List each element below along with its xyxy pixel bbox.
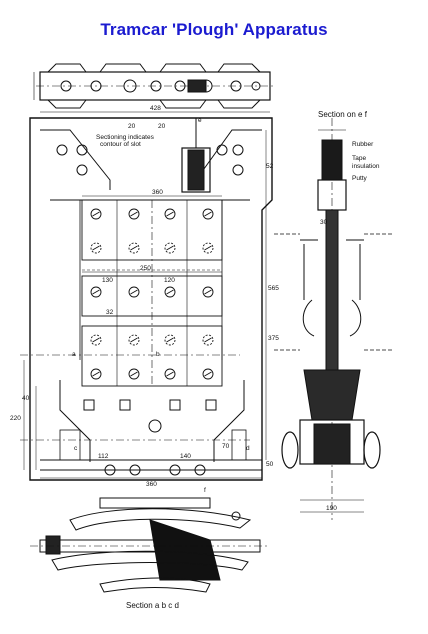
page-title: Tramcar 'Plough' Apparatus xyxy=(100,20,328,39)
marker-a: a xyxy=(72,351,76,358)
bolt-slot xyxy=(166,211,174,217)
bolt-head xyxy=(90,286,102,298)
bolt-slot xyxy=(130,337,138,343)
bolt-slot xyxy=(92,245,100,251)
bolt-head xyxy=(90,208,102,220)
dim-190: 190 xyxy=(326,505,337,512)
dim-130: 130 xyxy=(102,277,113,284)
dim-30: 30 xyxy=(320,219,328,226)
dim-52: 52 xyxy=(266,163,274,170)
insulation-label: insulation xyxy=(352,163,380,170)
bolt-head xyxy=(90,368,102,380)
bolt-head xyxy=(164,368,176,380)
dim-375: 375 xyxy=(268,335,279,342)
bolt-slot xyxy=(130,289,138,295)
bolt-slot xyxy=(130,245,138,251)
dim-360: 360 xyxy=(152,189,163,196)
dim-20a: 20 xyxy=(128,123,136,130)
bolt-head xyxy=(90,242,102,254)
bolt-slot xyxy=(204,245,212,251)
bolt-slot xyxy=(204,337,212,343)
marker-e: e xyxy=(198,117,202,124)
dim-40: 40 xyxy=(22,395,30,402)
main-front-view xyxy=(20,117,273,481)
dim-250: 250 xyxy=(140,265,151,272)
bolt-head xyxy=(90,334,102,346)
bolt-slot xyxy=(92,371,100,377)
dim-220: 220 xyxy=(10,415,21,422)
bolt-slot xyxy=(92,337,100,343)
bolt-head xyxy=(202,286,214,298)
bolt-head xyxy=(202,334,214,346)
dim-70: 70 xyxy=(222,443,230,450)
bolt-head xyxy=(164,334,176,346)
dim-360b: 360 xyxy=(146,481,157,488)
dim-50: 50 xyxy=(266,461,274,468)
dim-112: 112 xyxy=(98,453,109,460)
rubber-label: Rubber xyxy=(352,141,374,148)
bolt-head xyxy=(164,286,176,298)
marker-f: f xyxy=(204,487,206,494)
bolt-head xyxy=(128,286,140,298)
bolt-slot xyxy=(166,337,174,343)
dim-20b: 20 xyxy=(158,123,166,130)
section-abcd-label: Section a b c d xyxy=(126,601,179,610)
bolt-slot xyxy=(166,371,174,377)
bolt-head xyxy=(164,208,176,220)
sectioning-label-2: contour of slot xyxy=(100,141,141,148)
bolt-slot xyxy=(92,211,100,217)
tape-label: Tape xyxy=(352,155,366,162)
bolt-head xyxy=(128,334,140,346)
bolt-slot xyxy=(166,245,174,251)
bolt-slot xyxy=(130,211,138,217)
section-abcd-view xyxy=(30,497,270,593)
bolt-slot xyxy=(204,211,212,217)
bolt-slot xyxy=(130,371,138,377)
dim-565: 565 xyxy=(268,285,279,292)
dim-140: 140 xyxy=(180,453,191,460)
bolt-slot xyxy=(204,289,212,295)
bolt-head xyxy=(202,242,214,254)
section-ef-view xyxy=(274,118,392,520)
bolt-slot xyxy=(204,371,212,377)
bolt-head xyxy=(202,208,214,220)
bolt-slot xyxy=(92,289,100,295)
bolt-head xyxy=(164,242,176,254)
sectioning-label-1: Sectioning indicates xyxy=(96,134,155,141)
marker-c: c xyxy=(74,445,78,452)
putty-label: Putty xyxy=(352,175,368,182)
bolt-slot xyxy=(166,289,174,295)
bolt-head xyxy=(128,368,140,380)
marker-b: b xyxy=(156,351,160,358)
bolt-head xyxy=(128,208,140,220)
dim-32: 32 xyxy=(106,309,114,316)
marker-d: d xyxy=(246,445,250,452)
dim-120: 120 xyxy=(164,277,175,284)
bolt-head xyxy=(202,368,214,380)
top-plan-view: 428 xyxy=(33,63,274,113)
dim-428: 428 xyxy=(150,105,161,112)
section-ef-label: Section on e f xyxy=(318,110,368,119)
bolt-head xyxy=(128,242,140,254)
